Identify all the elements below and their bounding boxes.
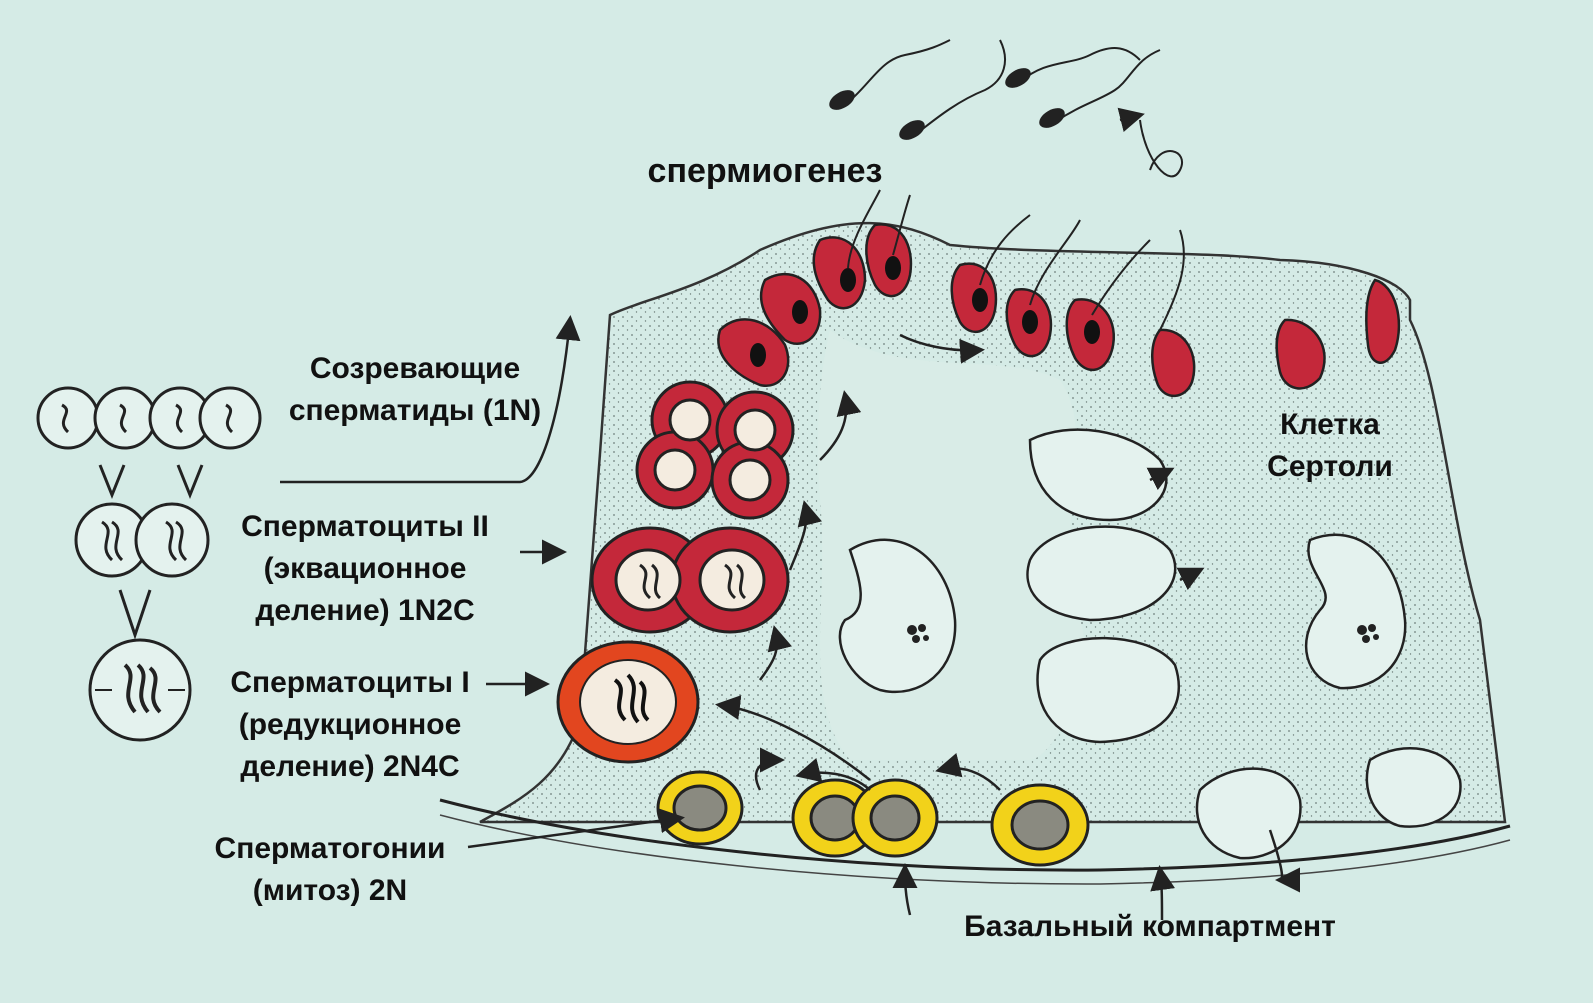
spermatocytes-2-label: Сперматоциты II (эквационное деление) 1N… [195,506,535,632]
basal-compartment-label: Базальный компартмент [910,906,1390,948]
spermatocyte-2-cells [592,528,788,632]
spermatids-label: Созревающие сперматиды (1N) [235,348,595,432]
spermatids-label-line-2: сперматиды (1N) [235,390,595,432]
spermatocytes-2-label-line-1: Сперматоциты II [195,506,535,548]
spermatogonia-label: Сперматогонии (митоз) 2N [165,828,495,912]
spermatid-cluster [637,382,793,518]
spermatocytes-1-label-line-3: деление) 2N4C [180,746,520,788]
spermatids-label-line-1: Созревающие [235,348,595,390]
sertoli-label-line-2: Сертоли [1240,446,1420,488]
spermatocytes-1-label: Сперматоциты I (редукционное деление) 2N… [180,662,520,788]
spermatogonia-label-line-1: Сперматогонии [165,828,495,870]
spermatogonia-label-line-2: (митоз) 2N [165,870,495,912]
spermatocytes-2-label-line-3: деление) 1N2C [195,590,535,632]
spermatocytes-1-label-line-1: Сперматоциты I [180,662,520,704]
sertoli-label-line-1: Клетка [1240,404,1420,446]
schematic-primary [90,640,190,740]
sertoli-label: Клетка Сертоли [1240,404,1420,488]
spermiogenesis-label: спермиогенез [605,150,925,192]
spermatocytes-1-label-line-2: (редукционное [180,704,520,746]
spermatocyte-1-cell [558,642,698,762]
spermatocytes-2-label-line-2: (эквационное [195,548,535,590]
